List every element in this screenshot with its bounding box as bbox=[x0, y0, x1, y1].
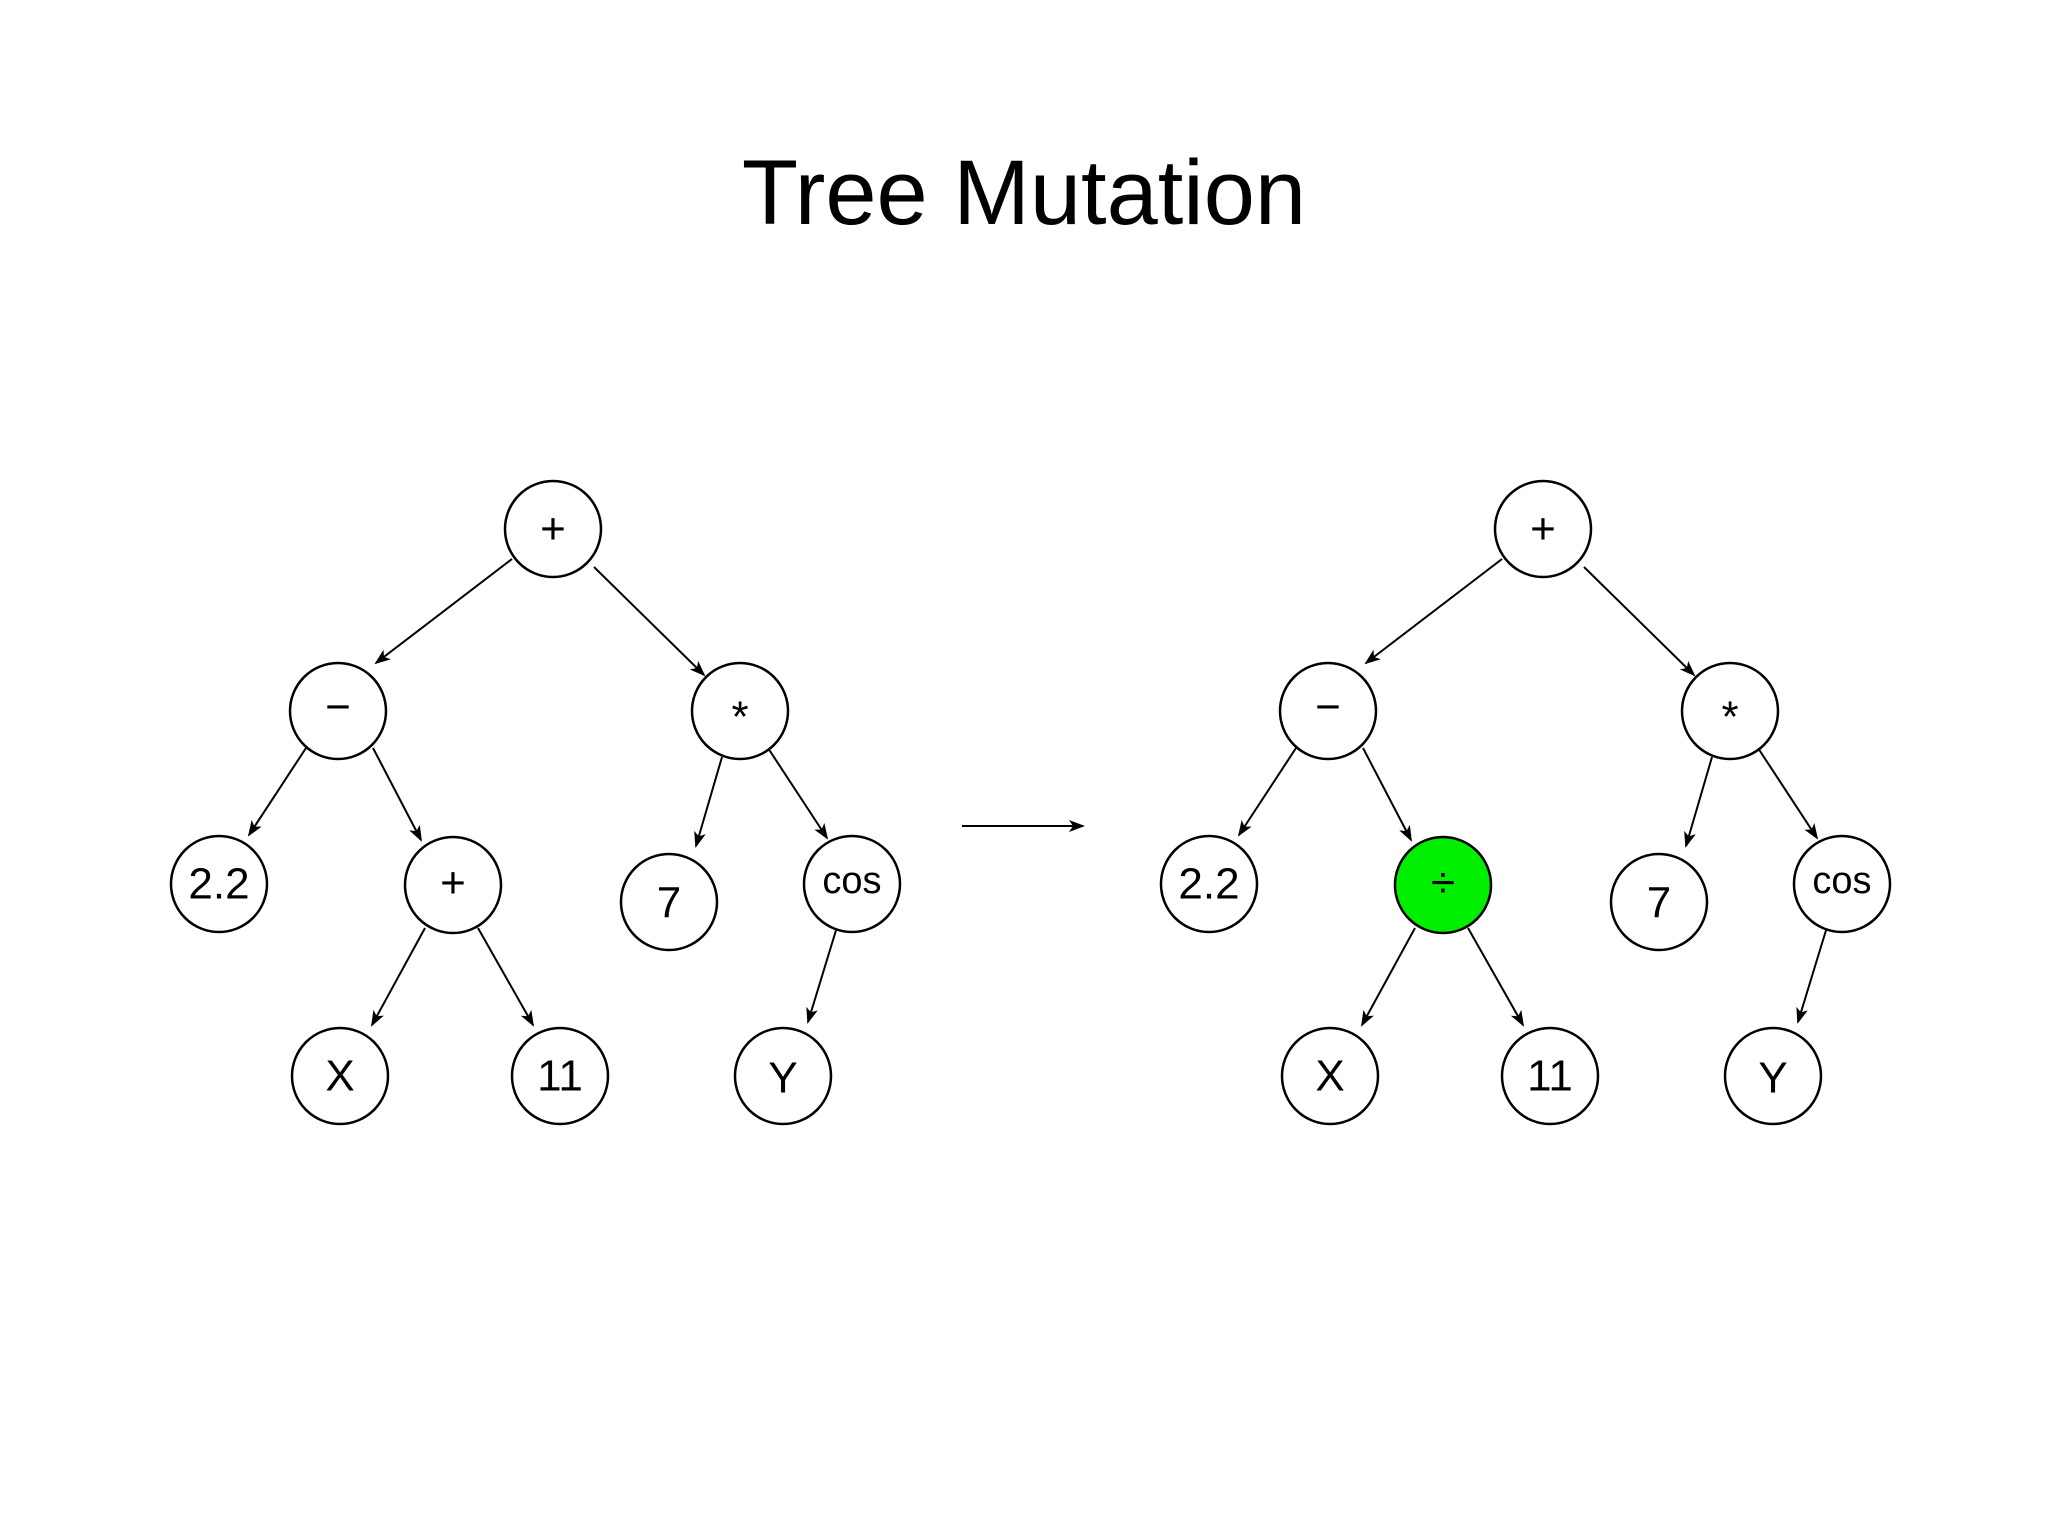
edge-times-to-cos bbox=[767, 747, 829, 840]
node-label: + bbox=[540, 505, 566, 554]
node-label: * bbox=[1721, 693, 1738, 742]
node-y: Y bbox=[733, 1026, 833, 1126]
node-times: * bbox=[1680, 661, 1780, 761]
node-label: cos bbox=[1812, 860, 1871, 902]
node-plus-root: + bbox=[503, 479, 603, 579]
slide-title: Tree Mutation bbox=[741, 142, 1307, 244]
node-y: Y bbox=[1723, 1026, 1823, 1126]
original-tree-edges bbox=[247, 558, 838, 1027]
node-2.2: 2.2 bbox=[1159, 834, 1259, 934]
node-label: 7 bbox=[1647, 879, 1671, 928]
mutated-tree-edges bbox=[1237, 558, 1828, 1027]
node-plus-root: + bbox=[1493, 479, 1593, 579]
node-11: 11 bbox=[1500, 1026, 1600, 1126]
node-minus: − bbox=[288, 661, 388, 761]
node-label: ÷ bbox=[1431, 859, 1455, 908]
edge-minus-to-div bbox=[1362, 747, 1412, 842]
edge-plus-to-x bbox=[371, 927, 426, 1027]
node-label: 2.2 bbox=[1178, 860, 1239, 909]
edge-div-to-x bbox=[1361, 927, 1416, 1027]
node-cos: cos bbox=[1792, 834, 1892, 934]
original-tree: + − * 2.2 + 7 bbox=[169, 479, 902, 1126]
edge-times-to-7 bbox=[1684, 756, 1713, 848]
edge-minus-to-2.2 bbox=[247, 747, 307, 837]
node-7: 7 bbox=[619, 852, 719, 952]
node-11: 11 bbox=[510, 1026, 610, 1126]
edge-div-to-11 bbox=[1467, 927, 1524, 1027]
node-7: 7 bbox=[1609, 852, 1709, 952]
edge-times-to-7 bbox=[694, 756, 723, 848]
node-label: − bbox=[325, 683, 351, 732]
node-divide-mutated: ÷ bbox=[1393, 835, 1493, 935]
edge-plus-to-11 bbox=[477, 927, 534, 1027]
node-x: X bbox=[290, 1026, 390, 1126]
edge-root-to-minus bbox=[374, 558, 513, 665]
edge-minus-to-plus bbox=[372, 747, 422, 842]
edge-cos-to-y bbox=[806, 926, 838, 1024]
node-label: 7 bbox=[657, 879, 681, 928]
node-label: + bbox=[1530, 505, 1556, 554]
node-label: 11 bbox=[537, 1052, 583, 1101]
node-label: 11 bbox=[1527, 1052, 1573, 1101]
node-minus: − bbox=[1278, 661, 1378, 761]
node-label: − bbox=[1315, 683, 1341, 732]
node-label: * bbox=[731, 693, 748, 742]
edge-root-to-times bbox=[1583, 566, 1696, 677]
edge-times-to-cos bbox=[1757, 747, 1819, 840]
node-x: X bbox=[1280, 1026, 1380, 1126]
edge-root-to-times bbox=[593, 566, 706, 677]
edge-minus-to-2.2 bbox=[1237, 747, 1297, 837]
node-label: cos bbox=[822, 860, 881, 902]
node-label: X bbox=[325, 1052, 354, 1101]
node-times: * bbox=[690, 661, 790, 761]
mutated-tree: + − * 2.2 ÷ 7 bbox=[1159, 479, 1892, 1126]
node-label: + bbox=[440, 859, 466, 908]
edge-root-to-minus bbox=[1364, 558, 1503, 665]
node-label: Y bbox=[1758, 1054, 1787, 1103]
node-2.2: 2.2 bbox=[169, 834, 269, 934]
node-label: 2.2 bbox=[188, 860, 249, 909]
node-plus-inner: + bbox=[403, 835, 503, 935]
node-label: Y bbox=[768, 1054, 797, 1103]
node-cos: cos bbox=[802, 834, 902, 934]
edge-cos-to-y bbox=[1796, 926, 1828, 1024]
node-label: X bbox=[1315, 1052, 1344, 1101]
